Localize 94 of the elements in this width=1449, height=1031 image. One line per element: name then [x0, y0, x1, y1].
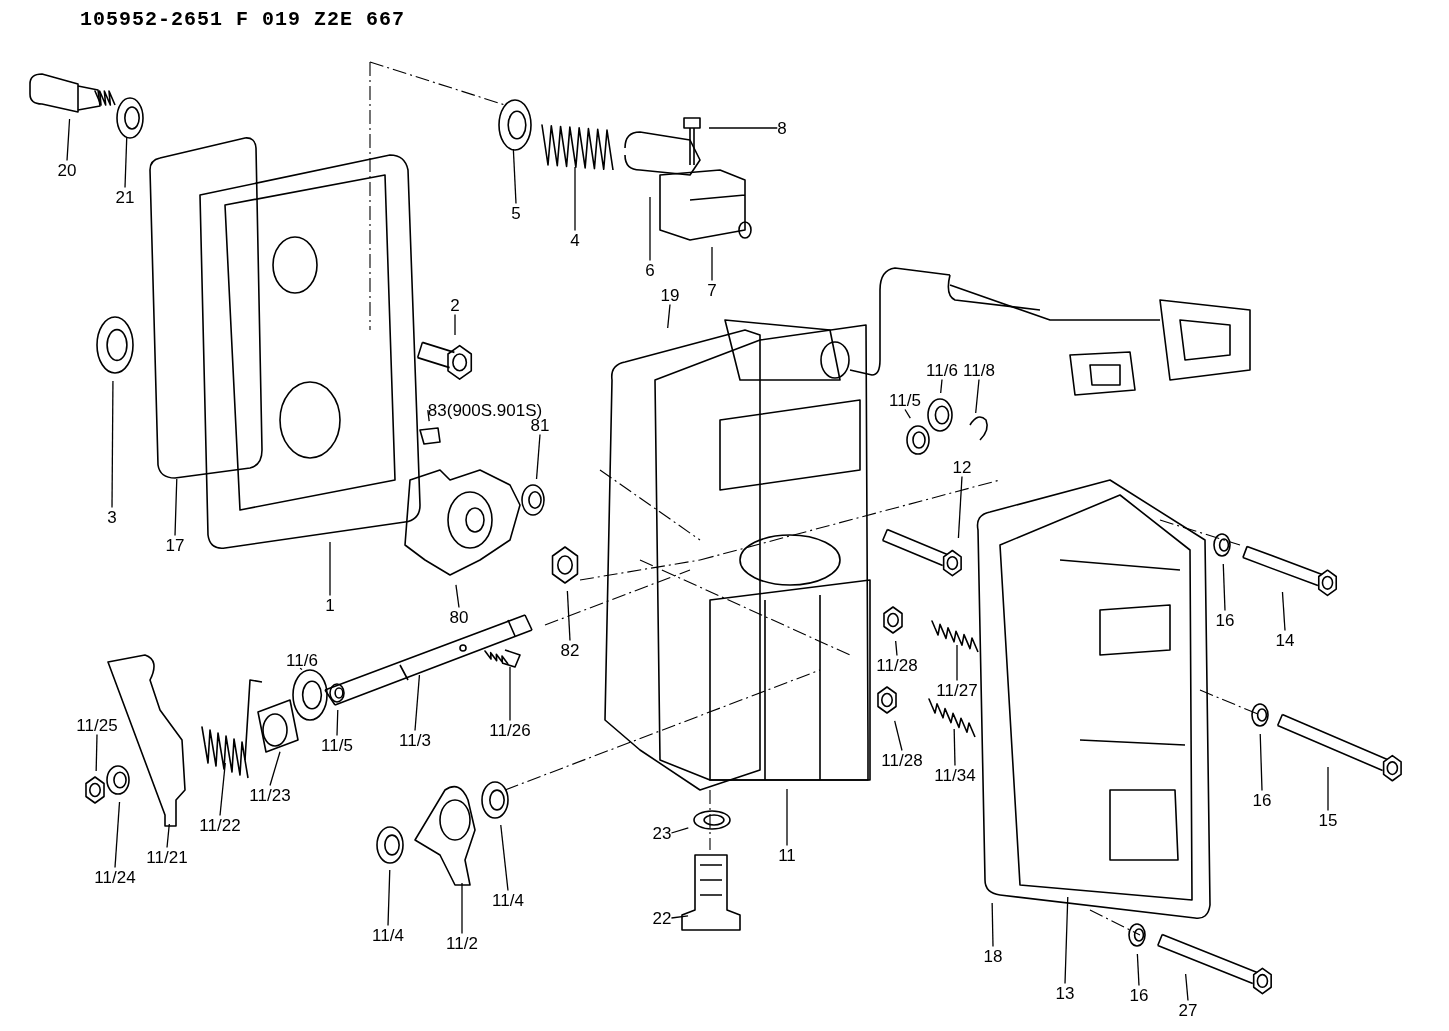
leader-line	[387, 869, 391, 927]
callout-number: 6	[645, 260, 655, 280]
callout-number: 83(900S.901S)	[427, 400, 543, 420]
leader-line	[512, 148, 517, 205]
leader-line	[455, 584, 460, 609]
leader-line	[708, 127, 778, 129]
leader-line	[940, 378, 943, 394]
callout-number: 16	[1252, 790, 1272, 810]
leader-line	[957, 475, 963, 539]
callout-number: 2	[450, 295, 460, 315]
leader-line	[1064, 896, 1069, 985]
leader-line	[1136, 953, 1140, 987]
leader-line	[904, 408, 911, 419]
leader-line	[454, 313, 456, 336]
leader-line	[670, 915, 689, 919]
callout-number: 11/23	[249, 785, 291, 805]
leader-line	[1281, 591, 1286, 632]
callout-number: 23	[652, 823, 672, 843]
leader-line	[219, 762, 226, 817]
callout-number: 11/21	[146, 847, 188, 867]
callout-number: 17	[165, 535, 185, 555]
leader-line	[975, 378, 980, 414]
leader-line	[1184, 973, 1189, 1002]
callout-number: 11/4	[492, 890, 524, 910]
callout-number: 11/34	[934, 765, 976, 785]
leader-line	[1259, 733, 1263, 792]
leader-line	[566, 590, 571, 642]
callout-number: 11/25	[76, 715, 118, 735]
callout-number: 11/27	[936, 680, 978, 700]
callout-number: 11/26	[489, 720, 531, 740]
leader-line	[329, 541, 331, 597]
leader-line	[509, 666, 511, 722]
callout-number: 11	[778, 845, 796, 865]
leader-line	[414, 674, 421, 732]
leader-line	[1327, 766, 1329, 812]
callout-number: 16	[1129, 985, 1149, 1005]
leader-line	[427, 409, 430, 422]
callout-number: 19	[660, 285, 680, 305]
callout-number: 82	[560, 640, 580, 660]
leader-line	[269, 751, 281, 787]
leader-line	[114, 801, 121, 869]
leader-line	[711, 246, 713, 282]
leader-line	[111, 380, 114, 509]
callout-number: 11/28	[876, 655, 918, 675]
callout-number: 11/5	[889, 390, 921, 410]
callout-number: 21	[115, 187, 135, 207]
leader-line	[500, 824, 509, 892]
callout-number: 1	[325, 595, 335, 615]
leader-line	[66, 118, 71, 162]
title: 105952-2651 F 019 Z2E 667	[80, 8, 406, 31]
leader-line	[786, 788, 788, 847]
leader-line	[535, 433, 541, 480]
leader-line	[336, 709, 339, 737]
callout-number: 11/8	[963, 360, 995, 380]
leader-line	[991, 902, 994, 948]
callout-number: 16	[1215, 610, 1235, 630]
leader-line	[461, 882, 463, 935]
callout-number: 20	[57, 160, 77, 180]
leader-line	[649, 196, 651, 262]
callout-number: 27	[1178, 1000, 1198, 1020]
leader-line	[574, 166, 576, 232]
leader-line	[953, 728, 956, 767]
callout-number: 13	[1055, 983, 1075, 1003]
callout-number: 11/24	[94, 867, 136, 887]
callout-number: 15	[1318, 810, 1338, 830]
callout-number: 3	[107, 507, 117, 527]
callout-number: 12	[952, 457, 972, 477]
callout-number: 22	[652, 908, 672, 928]
leader-line	[670, 827, 689, 834]
leader-line	[1222, 563, 1226, 612]
callout-number: 11/5	[321, 735, 353, 755]
leader-line	[95, 733, 98, 772]
leader-line	[895, 640, 898, 657]
leader-line	[166, 823, 170, 849]
callout-number: 5	[511, 203, 521, 223]
callout-number: 11/3	[399, 730, 431, 750]
callout-number: 14	[1275, 630, 1295, 650]
callout-number: 11/6	[286, 650, 318, 670]
leader-line	[894, 720, 903, 752]
callout-number: 80	[449, 607, 469, 627]
callout-number: 11/6	[926, 360, 958, 380]
callout-number: 8	[777, 118, 787, 138]
leader-line	[299, 667, 303, 671]
leader-line	[956, 644, 958, 682]
leader-line	[124, 136, 128, 189]
leader-line	[174, 478, 178, 537]
callout-number: 11/22	[199, 815, 241, 835]
callout-number: 4	[570, 230, 580, 250]
callout-number: 11/28	[881, 750, 923, 770]
callout-number: 18	[983, 946, 1003, 966]
callout-number: 11/4	[372, 925, 404, 945]
leader-line	[667, 303, 671, 329]
callout-number: 7	[707, 280, 717, 300]
callout-number: 11/2	[446, 933, 478, 953]
